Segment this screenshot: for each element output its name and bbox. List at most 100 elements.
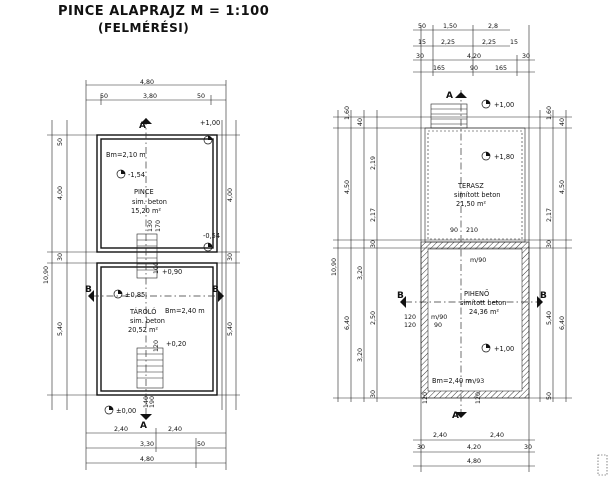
left-dim-top-2: 3,80: [143, 93, 157, 100]
right-dim-top-11: 165: [433, 65, 445, 72]
left-section-b-left: B: [85, 285, 92, 295]
right-dim-left-7: 6,40: [344, 316, 351, 330]
left-dim-bottom-1: 2,40: [114, 426, 128, 433]
right-dim-top-1: 50: [418, 23, 426, 30]
left-dim-bottom-2: 2,40: [168, 426, 182, 433]
left-level-4: +0,20: [166, 340, 186, 348]
right-dim-top-6: 2,25: [482, 39, 496, 46]
left-stair-3: 100: [153, 262, 160, 274]
right-section-arrows: [400, 92, 543, 418]
left-dimension-lines: [47, 80, 240, 470]
left-section-arrows: [88, 118, 224, 420]
pince-height: Bm=2,10 m: [106, 151, 146, 159]
right-section-a-bottom: A: [452, 411, 459, 421]
right-dim-top-3: 2,8: [488, 23, 498, 30]
tarolo-height: Bm=2,40 m: [165, 307, 205, 315]
terasz-name: TERASZ: [457, 182, 484, 190]
right-dim-top-2: 1,50: [443, 23, 457, 30]
left-stairs: [136, 233, 164, 389]
left-dim-left-1: 50: [57, 138, 64, 146]
right-dim-bottom-4: 4,20: [467, 444, 481, 451]
right-dim-right-4: 2,17: [546, 208, 553, 222]
left-dim-left-3: 30: [57, 253, 64, 261]
right-dim-right-5: 30: [546, 240, 553, 248]
right-opening-10: 120: [475, 392, 482, 404]
right-dim-left-3: 4,50: [344, 180, 351, 194]
left-dim-bottom-total: 4,80: [140, 456, 154, 463]
right-stairs: [430, 103, 468, 129]
corner-mark: [597, 454, 608, 476]
right-opening-1: 90: [450, 227, 458, 234]
right-dim-left-total: 10,90: [331, 258, 338, 276]
tarolo-floor: sim. beton: [130, 317, 165, 325]
tarolo-area: 20,52 m²: [128, 326, 158, 334]
piheno-floor: simított beton: [460, 299, 506, 307]
left-level-markers: [104, 135, 213, 415]
left-dim-top-total: 4,80: [140, 79, 154, 86]
terasz-area: 21,50 m²: [456, 200, 486, 208]
tarolo-name: TÁROLÓ: [129, 307, 156, 316]
right-dim-left-10: 3,20: [357, 348, 364, 362]
right-dim-right-1: 1,60: [546, 106, 553, 120]
right-dim-bottom-2: 2,40: [490, 432, 504, 439]
left-dim-top-3: 50: [197, 93, 205, 100]
left-stair-4: 120: [153, 340, 160, 352]
right-opening-6: 90: [434, 322, 442, 329]
piheno-height: Bm=2,40 m: [432, 377, 472, 385]
pince-level: -1,54: [128, 171, 145, 179]
piheno-name: PIHENŐ: [464, 289, 489, 298]
right-plan: A A B B 50 1,50 2,8 15 2,25 2,25 15 30 4…: [331, 23, 572, 472]
piheno-walls: [420, 241, 530, 399]
left-dim-right-2: 30: [227, 253, 234, 261]
left-stair-5: 140: [143, 396, 150, 408]
terasz-level: +1,80: [494, 153, 514, 161]
right-dim-bottom-6: 4,80: [467, 458, 481, 465]
left-dim-right-3: 5,40: [227, 322, 234, 336]
left-stair-2: 170: [155, 220, 162, 232]
right-dim-left-1: 1,60: [344, 106, 351, 120]
right-opening-5: 120: [404, 322, 416, 329]
left-dim-top-1: 50: [100, 93, 108, 100]
right-opening-9: m/93: [468, 378, 484, 385]
piheno-area: 24,36 m²: [469, 308, 499, 316]
right-dim-right-7: 5,40: [546, 311, 553, 325]
right-dim-bottom-3: 30: [417, 444, 425, 451]
left-dim-bottom-3: 3,30: [140, 441, 154, 448]
drawing-subtitle: (FELMÉRÉSI): [98, 21, 190, 35]
left-stair-6: 190: [149, 396, 156, 408]
right-dim-left-11: 30: [370, 390, 377, 398]
left-plan: A A B B 4,80 50 3,80 50 2,40 2,40 3,30 5…: [43, 79, 240, 470]
left-section-b-right: B: [212, 285, 219, 295]
right-dimension-lines: [333, 25, 572, 472]
left-section-a-top: A: [139, 121, 146, 131]
pince-area: 15,20 m²: [131, 207, 161, 215]
pince-floor: sim. beton: [132, 198, 167, 206]
right-dim-left-9: 2,50: [370, 311, 377, 325]
right-dim-left-4: 2,19: [370, 156, 377, 170]
right-dim-left-8: 3,20: [357, 266, 364, 280]
right-dim-right-2: 40: [559, 118, 566, 126]
left-dim-right-1: 4,00: [227, 188, 234, 202]
left-level-2: -0,54: [203, 232, 220, 240]
terasz-floor: simított beton: [454, 191, 500, 199]
right-section-b-right: B: [540, 291, 547, 301]
terasz-inner: [427, 130, 523, 240]
right-dim-bottom-1: 2,40: [433, 432, 447, 439]
right-dim-top-4: 15: [418, 39, 426, 46]
right-dim-left-2: 40: [357, 118, 364, 126]
piheno-level: +1,00: [494, 345, 514, 353]
left-section-a-bottom: A: [140, 421, 147, 431]
right-dim-right-3: 4,50: [559, 180, 566, 194]
right-dim-top-5: 2,25: [441, 39, 455, 46]
left-dim-bottom-4: 50: [197, 441, 205, 448]
drawing-title: PINCE ALAPRAJZ M = 1:100: [58, 4, 270, 19]
right-dim-top-7: 15: [510, 39, 518, 46]
right-dim-top-13: 165: [495, 65, 507, 72]
right-dim-top-12: 90: [470, 65, 478, 72]
tarolo-level: ±0,85: [125, 291, 145, 299]
right-level-markers: [481, 99, 491, 353]
left-stair-1: 130: [147, 220, 154, 232]
left-dim-left-total: 10,90: [43, 266, 50, 284]
